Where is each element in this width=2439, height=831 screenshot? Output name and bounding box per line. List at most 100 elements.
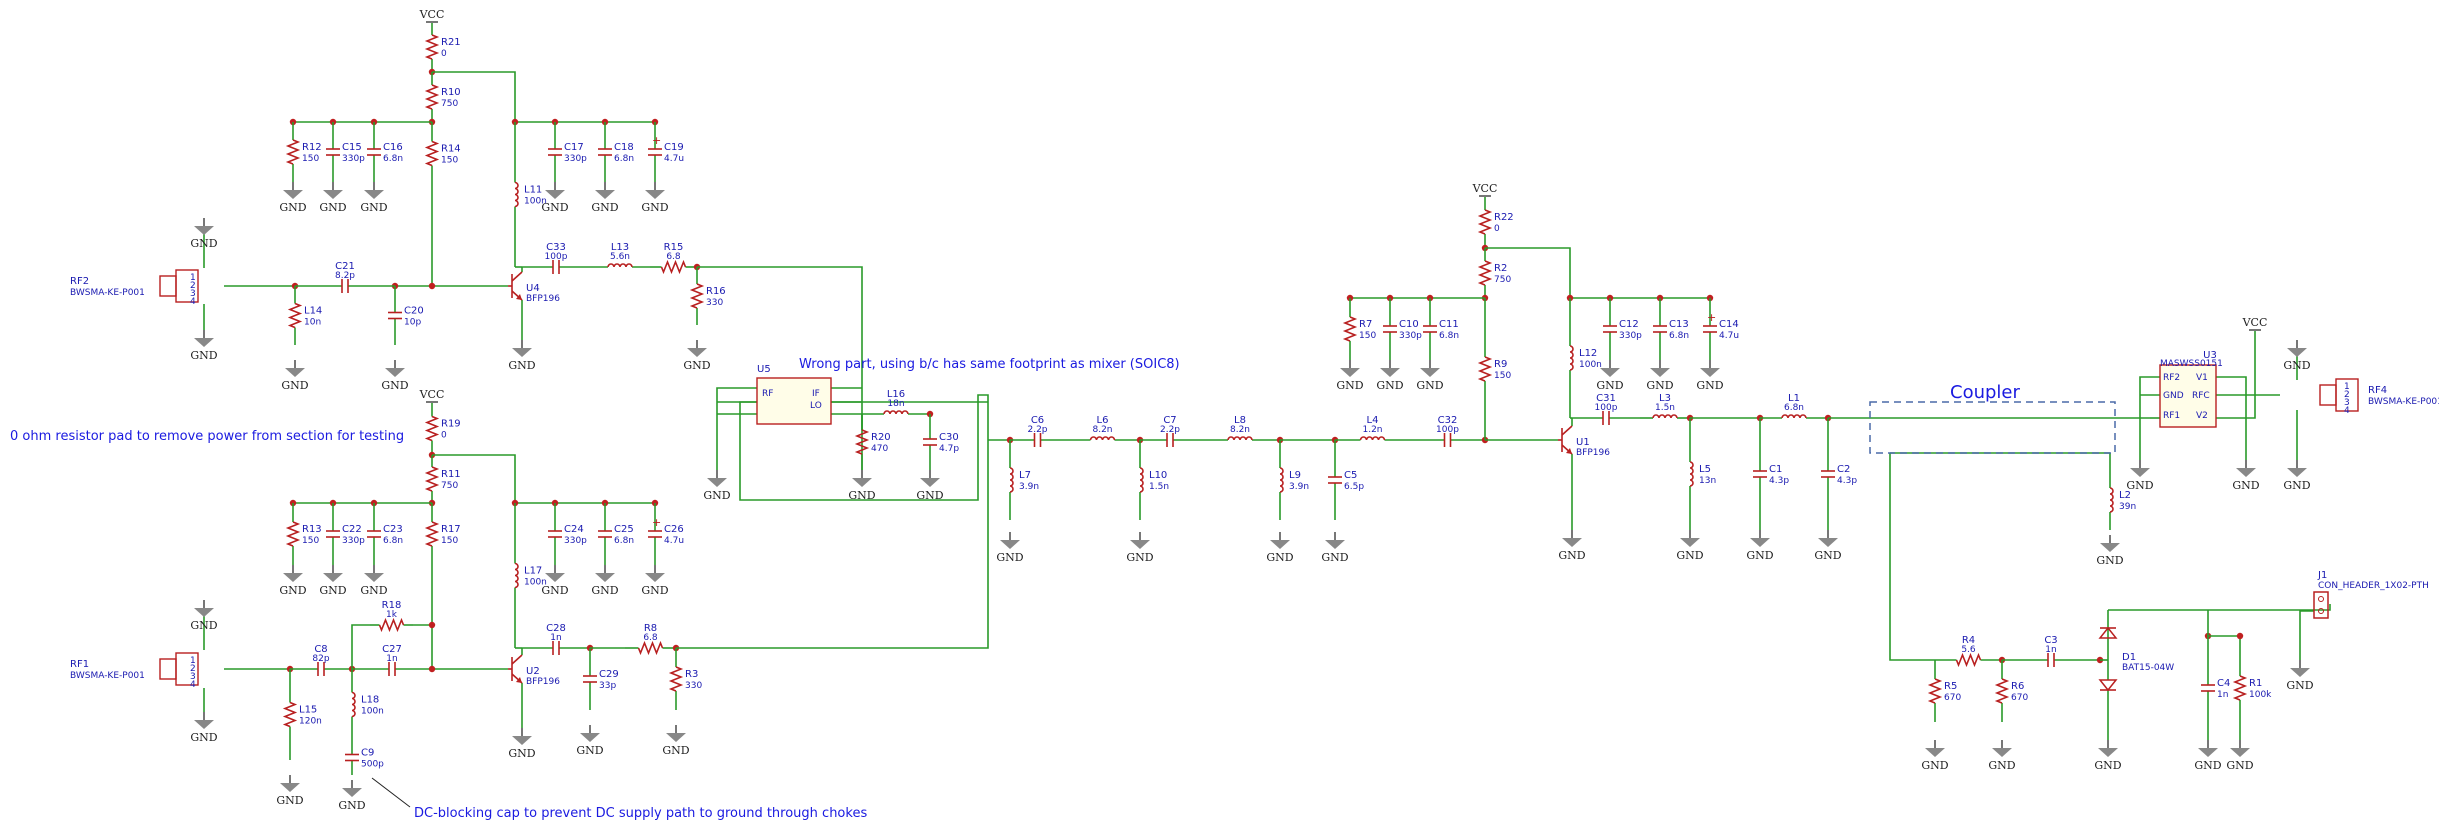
c18-val: 6.8n: [614, 154, 634, 164]
gnd-triangle: [512, 348, 532, 357]
r9-val: 150: [1494, 371, 1511, 381]
c22-val: 330p: [342, 536, 365, 546]
gnd-symbol: GND: [641, 565, 669, 597]
c25-ref: C25: [614, 524, 634, 535]
gnd-label: GND: [319, 584, 346, 597]
wire: [2299, 610, 2314, 660]
l16-ref: L16: [887, 389, 905, 400]
gnd-symbol: GND: [2286, 660, 2314, 692]
r13-val: 150: [302, 536, 319, 546]
r17-ref: R17: [441, 524, 461, 535]
c16-ref: C16: [383, 142, 403, 153]
wire: [351, 624, 370, 669]
gnd-triangle: [2230, 748, 2250, 757]
gnd-triangle: [1325, 540, 1345, 549]
gnd-label: GND: [591, 584, 618, 597]
c29-val: 33p: [599, 681, 616, 691]
l3-val: 1.5n: [1655, 403, 1675, 413]
bjt-collector-u4: [511, 271, 523, 282]
r6-ref: R6: [2011, 681, 2024, 692]
c14-val: 4.7u: [1719, 331, 1739, 341]
c15-ref: C15: [342, 142, 362, 153]
rf2-val: BWSMA-KE-P001: [70, 288, 145, 298]
r1-val: 100k: [2249, 690, 2272, 700]
wire: [2108, 604, 2331, 611]
resistor-r8: [637, 640, 664, 656]
gnd-symbol: GND: [703, 470, 731, 502]
gnd-triangle: [1380, 368, 1400, 377]
r12-ref: R12: [302, 142, 322, 153]
gnd-triangle: [545, 190, 565, 199]
gnd-label: GND: [576, 744, 603, 757]
u3-pin-v1: V1: [2196, 373, 2208, 383]
gnd-label: GND: [276, 794, 303, 807]
c30-ref: C30: [939, 432, 959, 443]
gnd-triangle: [1130, 540, 1150, 549]
c20-ref: C20: [404, 306, 424, 317]
gnd-triangle: [194, 608, 214, 617]
inductor-l16: [883, 410, 909, 415]
l7-val: 3.9n: [1019, 482, 1039, 492]
gnd-triangle: [2287, 468, 2307, 477]
gnd-triangle: [852, 478, 872, 487]
junction-dot: [2236, 632, 2244, 640]
sma-pin: 2: [2344, 390, 2350, 400]
r16-ref: R16: [706, 286, 726, 297]
rf1-val: BWSMA-KE-P001: [70, 671, 145, 681]
r11-ref: R11: [441, 469, 461, 480]
resistor-l14: [287, 302, 303, 329]
c11-val: 6.8n: [1439, 331, 1459, 341]
c5-val: 6.5p: [1344, 482, 1364, 492]
c4-ref: C4: [2217, 678, 2230, 689]
junction-dot: [428, 621, 436, 629]
gnd-label: GND: [338, 799, 365, 812]
gnd-triangle: [385, 368, 405, 377]
gnd-symbol: GND: [1321, 532, 1349, 564]
c18-ref: C18: [614, 142, 634, 153]
gnd-triangle: [1992, 748, 2012, 757]
c19-ref: C19: [664, 142, 684, 153]
gnd-symbol: GND: [848, 470, 876, 502]
inductor-l7: [1009, 467, 1014, 493]
u3-pin-rfc: RFC: [2192, 391, 2210, 401]
gnd-triangle: [323, 190, 343, 199]
gnd-label: GND: [1921, 759, 1948, 772]
bjt-collector-u2: [511, 654, 523, 665]
c26-ref: C26: [664, 524, 684, 535]
r19-ref: R19: [441, 419, 461, 430]
note-ohm-pad: 0 ohm resistor pad to remove power from …: [10, 429, 404, 444]
resistor-r21: [424, 34, 440, 60]
r12-val: 150: [302, 154, 319, 164]
inductor-l11: [514, 181, 519, 208]
gnd-symbol: GND: [508, 728, 536, 760]
c14-ref: C14: [1719, 319, 1739, 330]
gnd-label: GND: [360, 201, 387, 214]
c11-ref: C11: [1439, 319, 1459, 330]
gnd-symbol: GND: [1646, 360, 1674, 392]
u5-pin-if: IF: [812, 389, 820, 399]
gnd-label: GND: [2286, 679, 2313, 692]
gnd-label: GND: [1676, 549, 1703, 562]
sma-pin: 4: [190, 680, 196, 690]
gnd-symbol: GND: [279, 565, 307, 597]
l18-val: 100n: [361, 707, 384, 717]
gnd-label: GND: [2226, 759, 2253, 772]
gnd-symbol: GND: [190, 330, 218, 362]
vcc-label: VCC: [419, 8, 445, 21]
u3-pin-rf2: RF2: [2163, 373, 2180, 383]
gnd-symbol: GND: [541, 182, 569, 214]
c19-val: 4.7u: [664, 154, 684, 164]
gnd-label: GND: [279, 584, 306, 597]
gnd-triangle: [666, 733, 686, 742]
gnd-triangle: [323, 573, 343, 582]
gnd-symbol: GND: [591, 182, 619, 214]
r20-ref: R20: [871, 432, 891, 443]
c27-ref: C27: [382, 644, 402, 655]
gnd-label: GND: [190, 237, 217, 250]
polarity-mark: +: [652, 134, 661, 147]
u3-pin-gnd: GND: [2163, 391, 2184, 401]
c9-val: 500p: [361, 760, 384, 770]
note-leader: [371, 777, 411, 808]
